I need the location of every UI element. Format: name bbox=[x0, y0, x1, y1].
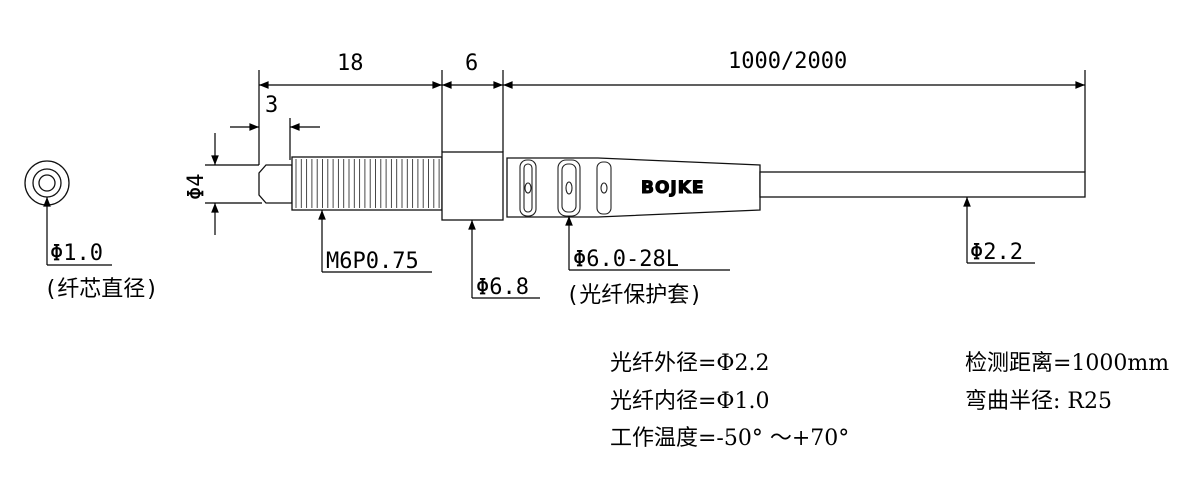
spec-bend-radius: 弯曲半径: R25 bbox=[965, 389, 1112, 414]
callout-lines bbox=[318, 197, 1035, 299]
hex-nut bbox=[441, 151, 504, 221]
hex-diameter-label: Φ6.8 bbox=[476, 275, 529, 300]
dim-cable-length: 1000/2000 bbox=[728, 49, 847, 74]
dim-tip-length: 3 bbox=[265, 93, 278, 118]
sleeve-note: (光纤保护套) bbox=[566, 283, 703, 308]
tip bbox=[258, 164, 293, 204]
sensor-body: BOJKE bbox=[258, 151, 1086, 221]
cable-diameter-label: Φ2.2 bbox=[970, 240, 1023, 265]
core-diameter-note: (纤芯直径) bbox=[44, 277, 159, 302]
thread bbox=[291, 156, 443, 211]
end-view bbox=[24, 160, 112, 266]
core-diameter-label: Φ1.0 bbox=[50, 241, 103, 266]
spec-outer-diameter: 光纤外径=Φ2.2 bbox=[610, 351, 769, 376]
brand-logo: BOJKE bbox=[641, 178, 705, 198]
dim-hex-length: 6 bbox=[465, 51, 478, 76]
dim-tip-diameter: Φ4 bbox=[184, 174, 209, 201]
thread-label: M6P0.75 bbox=[326, 249, 419, 274]
spec-inner-diameter: 光纤内径=Φ1.0 bbox=[610, 389, 769, 414]
dim-thread-length: 18 bbox=[337, 51, 364, 76]
spec-detection-distance: 检测距离=1000mm bbox=[965, 351, 1169, 376]
fiber-cable bbox=[759, 171, 1086, 198]
top-dimensions bbox=[205, 70, 1086, 235]
sleeve-label: Φ6.0-28L bbox=[573, 247, 679, 272]
protective-sleeve bbox=[506, 157, 761, 218]
spec-temperature: 工作温度=-50° ～+70° bbox=[610, 426, 849, 451]
